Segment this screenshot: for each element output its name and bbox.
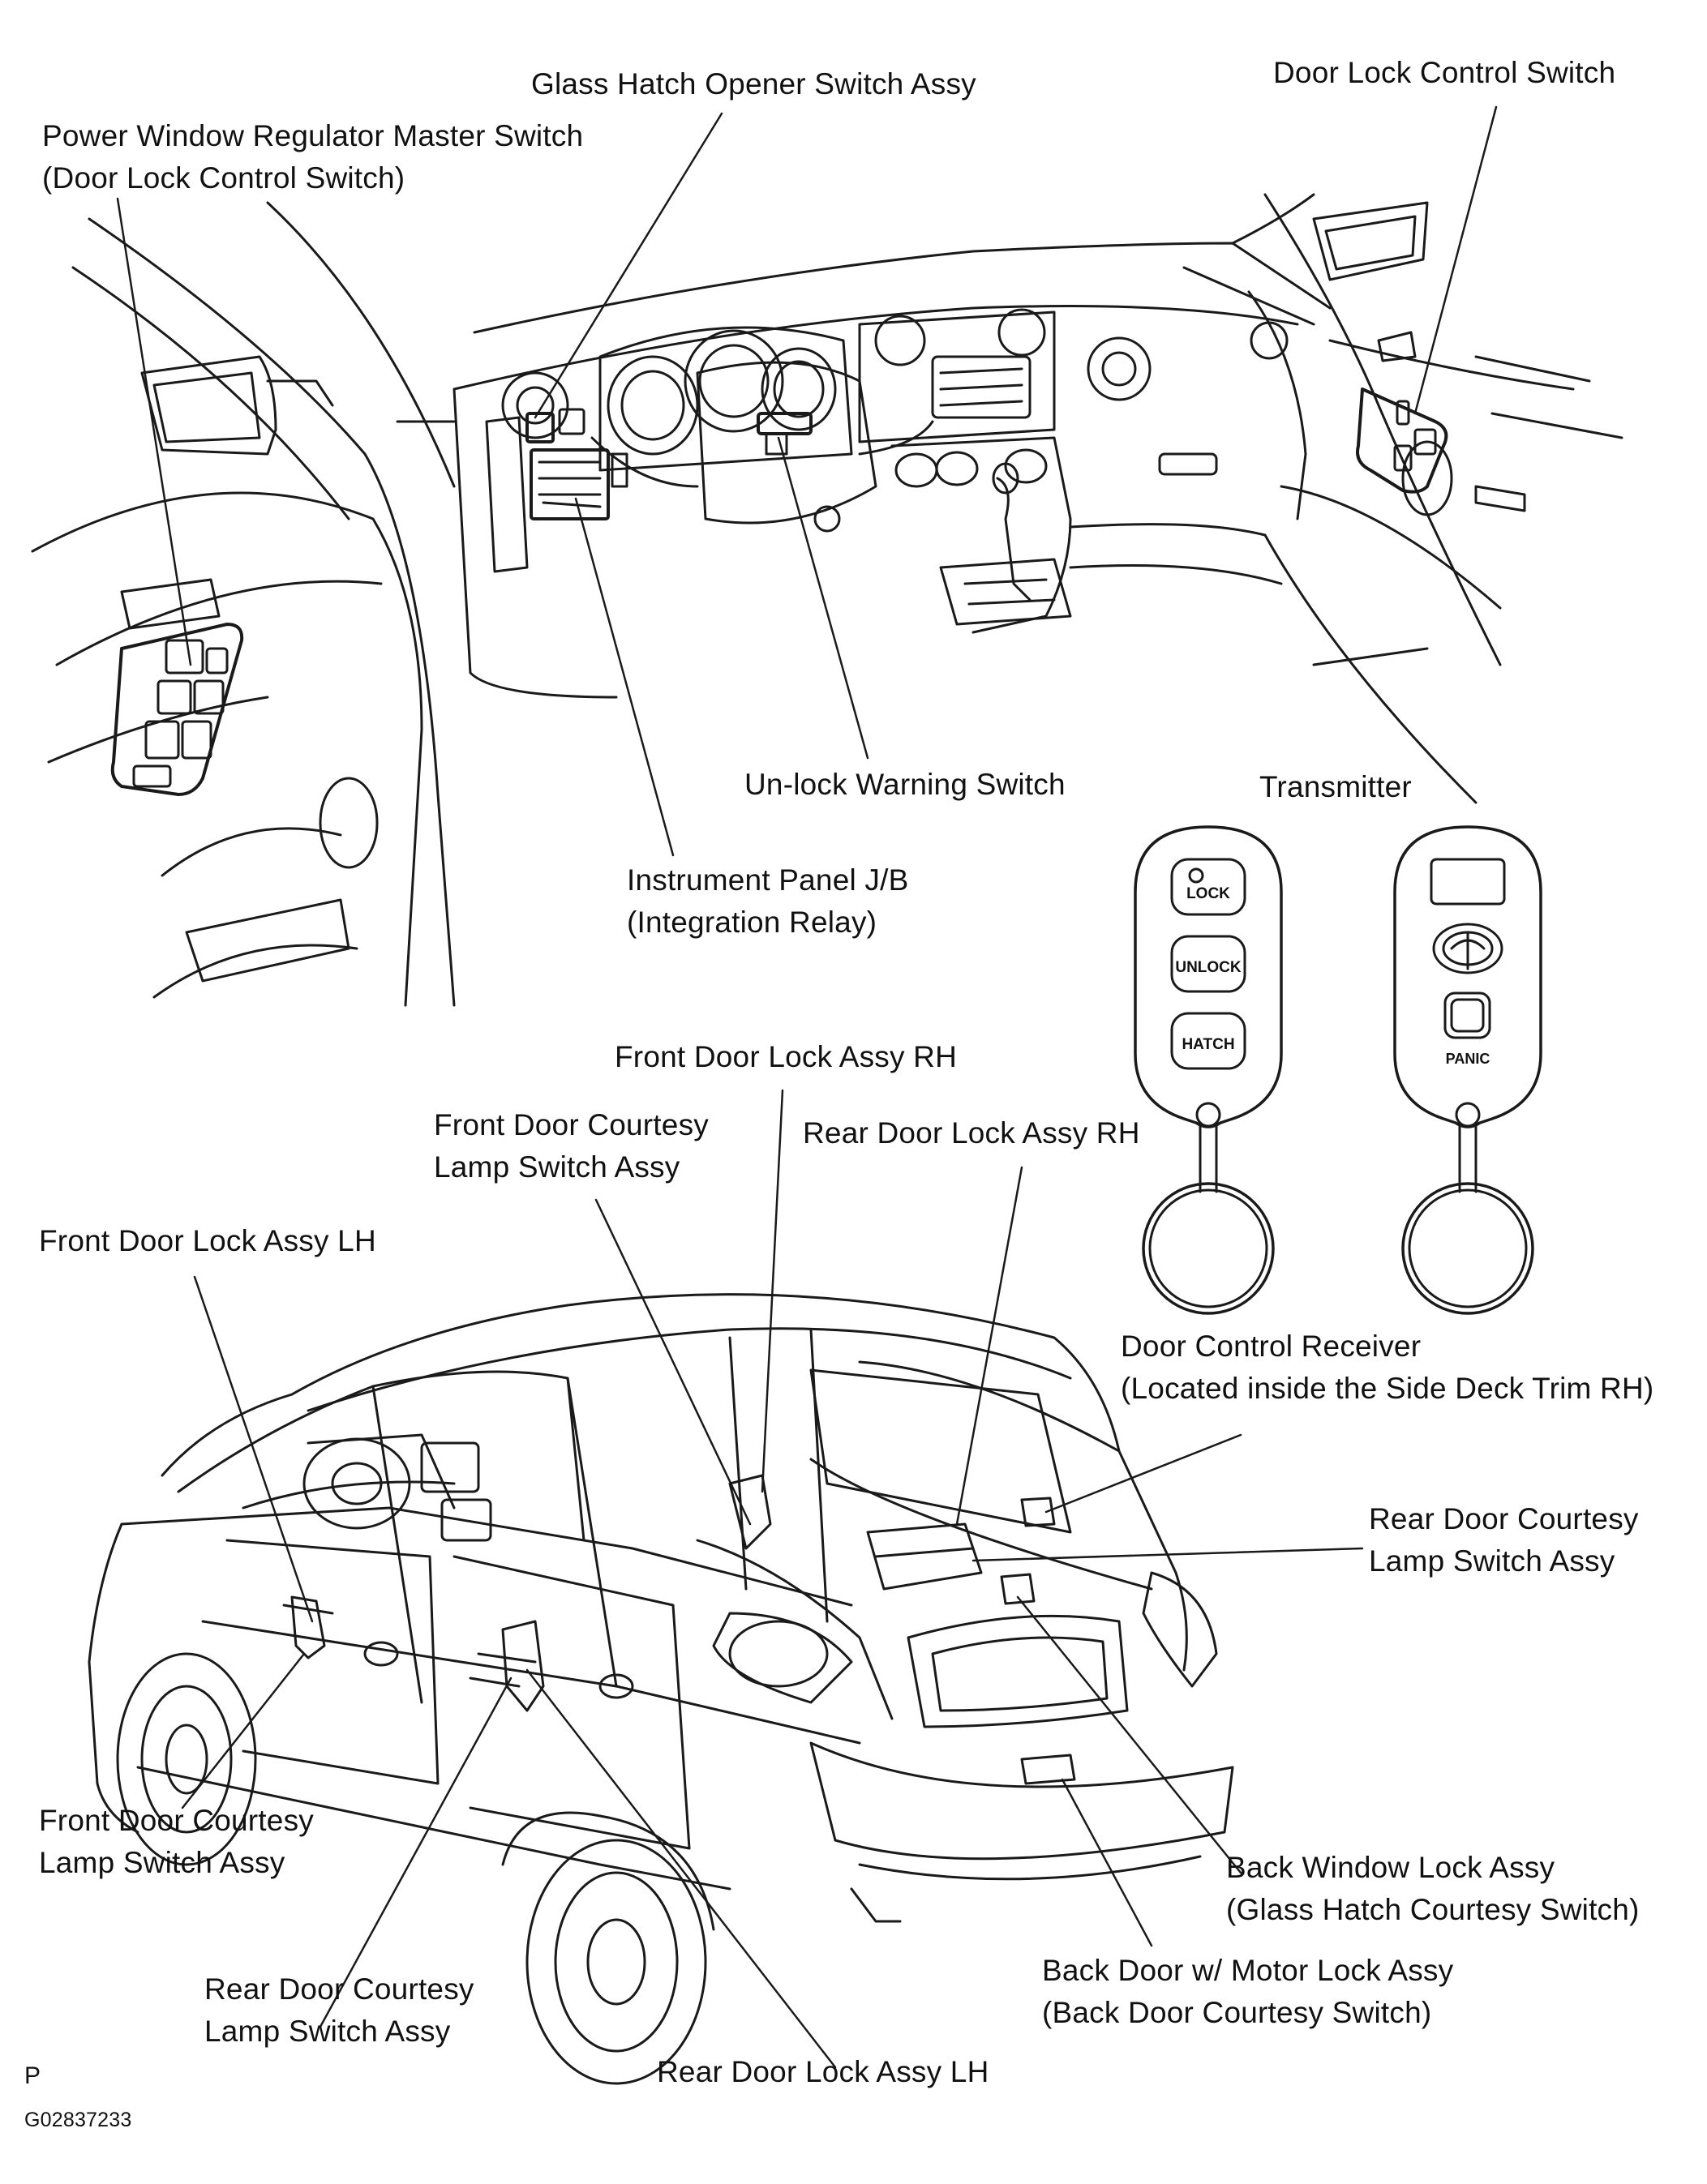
label-unlock-warning-switch: Un-lock Warning Switch xyxy=(744,768,1066,801)
label-line: Door Control Receiver xyxy=(1121,1330,1422,1363)
label-line: Front Door Courtesy xyxy=(434,1108,709,1141)
vehicle-illustration xyxy=(88,1293,1234,2085)
label-back-door-motor-lock: Back Door w/ Motor Lock Assy (Back Door … xyxy=(1042,1950,1453,2034)
label-line: Lamp Switch Assy xyxy=(1369,1544,1615,1578)
label-front-door-lock-lh: Front Door Lock Assy LH xyxy=(39,1224,376,1257)
unlock-button-text: UNLOCK xyxy=(1175,959,1242,976)
dashboard-illustration xyxy=(31,193,1623,1007)
label-line: Back Door w/ Motor Lock Assy xyxy=(1042,1954,1454,1987)
label-line: Rear Door Courtesy xyxy=(1369,1502,1639,1535)
panic-button-text: PANIC xyxy=(1446,1051,1490,1067)
label-rear-door-courtesy-bottom: Rear Door Courtesy Lamp Switch Assy xyxy=(204,1968,474,2053)
label-line: Power Window Regulator Master Switch xyxy=(42,119,584,152)
label-rear-door-lock-lh: Rear Door Lock Assy LH xyxy=(657,2055,989,2088)
label-power-window-master-switch: Power Window Regulator Master Switch (Do… xyxy=(42,115,583,199)
label-front-door-courtesy-top: Front Door Courtesy Lamp Switch Assy xyxy=(434,1104,709,1188)
label-back-window-lock: Back Window Lock Assy (Glass Hatch Court… xyxy=(1226,1847,1640,1931)
label-line: (Door Lock Control Switch) xyxy=(42,161,405,195)
top-leader-lines xyxy=(116,105,1498,857)
label-rear-door-lock-rh: Rear Door Lock Assy RH xyxy=(803,1116,1140,1150)
label-rear-door-courtesy-right: Rear Door Courtesy Lamp Switch Assy xyxy=(1369,1498,1639,1582)
label-front-door-lock-rh: Front Door Lock Assy RH xyxy=(615,1040,958,1073)
bottom-leader-lines xyxy=(181,1089,1364,2069)
label-line: Lamp Switch Assy xyxy=(39,1846,285,1879)
label-line: Back Window Lock Assy xyxy=(1226,1851,1555,1884)
label-line: Front Door Courtesy xyxy=(39,1804,314,1837)
label-line: Rear Door Courtesy xyxy=(204,1972,474,2006)
label-front-door-courtesy-bottom: Front Door Courtesy Lamp Switch Assy xyxy=(39,1800,314,1884)
label-line: Instrument Panel J/B xyxy=(627,863,909,897)
label-line: (Located inside the Side Deck Trim RH) xyxy=(1121,1372,1654,1405)
transmitter-remotes xyxy=(1134,825,1542,1315)
label-line: (Back Door Courtesy Switch) xyxy=(1042,1996,1432,2029)
label-door-lock-control-switch: Door Lock Control Switch xyxy=(1273,56,1616,89)
lock-button-text: LOCK xyxy=(1186,885,1230,902)
footer-letter: P xyxy=(24,2062,41,2089)
label-line: Lamp Switch Assy xyxy=(204,2015,451,2048)
label-line: Lamp Switch Assy xyxy=(434,1150,680,1184)
figure-code: G02837233 xyxy=(24,2109,132,2131)
label-glass-hatch-opener-switch: Glass Hatch Opener Switch Assy xyxy=(531,67,976,101)
label-door-control-receiver: Door Control Receiver (Located inside th… xyxy=(1121,1325,1653,1410)
label-line: (Glass Hatch Courtesy Switch) xyxy=(1226,1893,1640,1926)
label-instrument-panel-jb: Instrument Panel J/B (Integration Relay) xyxy=(627,859,908,944)
label-transmitter: Transmitter xyxy=(1259,770,1412,803)
label-line: (Integration Relay) xyxy=(627,906,877,939)
hatch-button-text: HATCH xyxy=(1182,1036,1234,1053)
